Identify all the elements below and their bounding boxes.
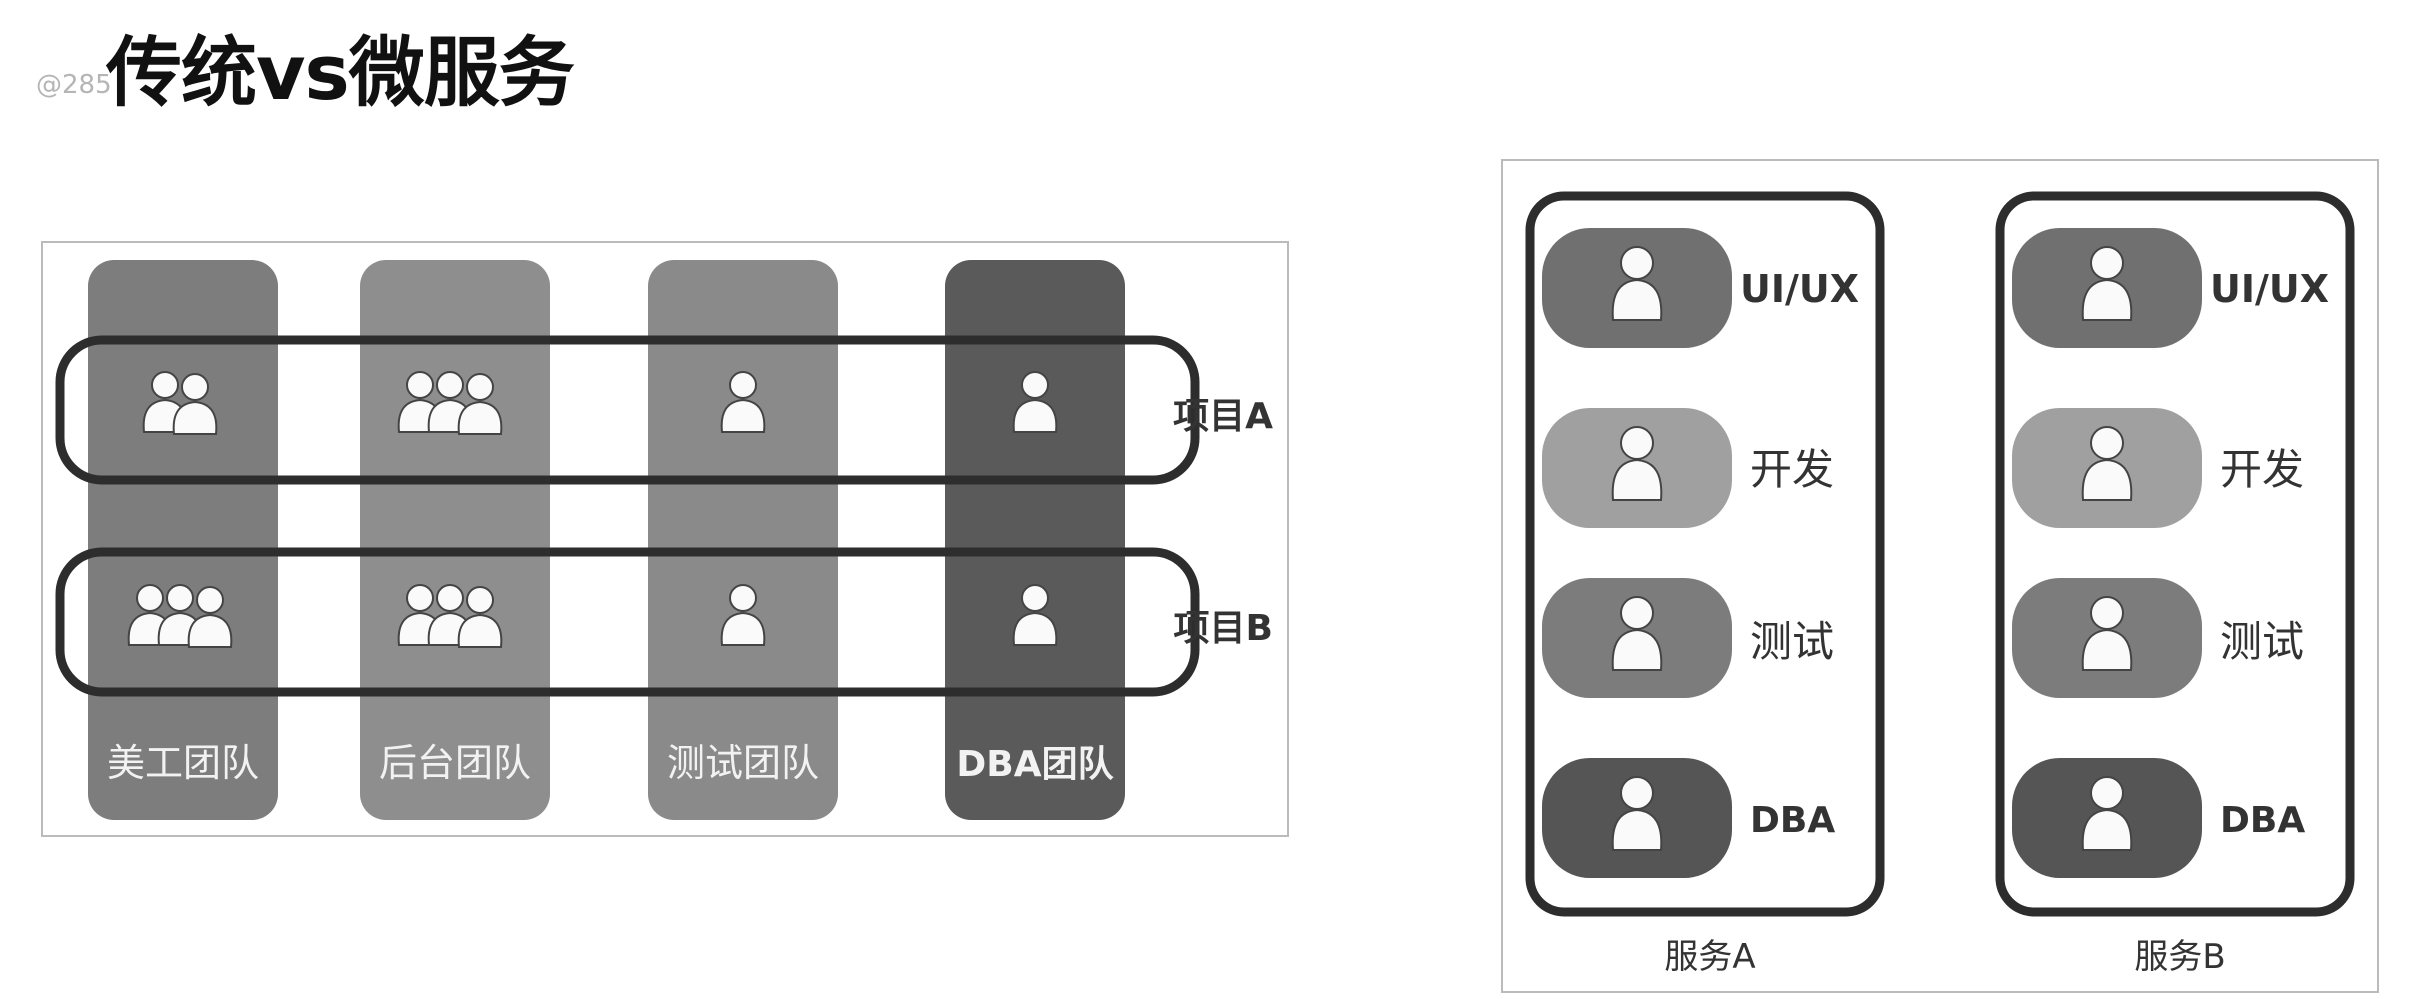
- traditional-diagram: 项目A 项目B 美工团队 后台团队 测试团队 DBA团队: [41, 241, 1289, 837]
- project-label-b: 项目B: [1174, 608, 1273, 649]
- team-label-dba: DBA团队: [956, 744, 1114, 785]
- role-label-uiux: UI/UX: [1740, 267, 1859, 311]
- service-label-b: 服务B: [2134, 937, 2225, 977]
- microservices-diagram: UI/UX 开发 测试 DBA 服务A UI/UX 开发 测试 DBA 服务B: [1501, 159, 2379, 993]
- role-label-test: 测试: [1750, 617, 1834, 666]
- team-column-dba: [945, 260, 1125, 820]
- page-title: 传统vs微服务: [106, 28, 575, 117]
- role-label-test: 测试: [2220, 617, 2304, 666]
- role-label-dev: 开发: [2220, 445, 2304, 494]
- team-label-design: 美工团队: [107, 741, 259, 785]
- role-label-dev: 开发: [1750, 445, 1834, 494]
- team-column-design: [88, 260, 278, 820]
- service-label-a: 服务A: [1664, 937, 1755, 977]
- role-label-dba: DBA: [2220, 800, 2305, 841]
- team-column-backend: [360, 260, 550, 820]
- watermark: @285: [36, 70, 112, 100]
- team-column-test: [648, 260, 838, 820]
- role-label-dba: DBA: [1750, 800, 1835, 841]
- team-label-test: 测试团队: [667, 741, 819, 785]
- service-b-outline: [1995, 191, 2355, 917]
- project-label-a: 项目A: [1173, 396, 1273, 437]
- service-a-outline: [1525, 191, 1885, 917]
- project-b-outline: [55, 547, 1200, 697]
- role-label-uiux: UI/UX: [2210, 267, 2329, 311]
- team-label-backend: 后台团队: [379, 741, 531, 785]
- project-a-outline: [55, 335, 1200, 485]
